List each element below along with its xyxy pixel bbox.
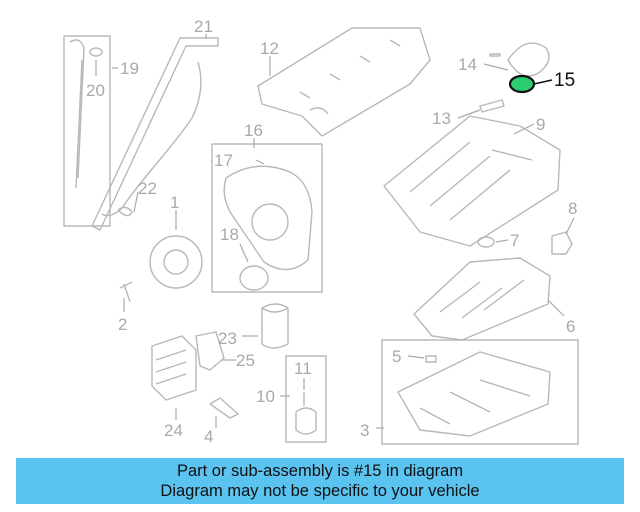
oil-cooler (151, 335, 197, 401)
callout-19: 19 (120, 59, 139, 78)
oil-cooler-gasket (195, 331, 225, 371)
oil-pan (397, 351, 551, 437)
callout-1: 1 (170, 193, 179, 212)
callout-5: 5 (392, 347, 401, 366)
callout-11: 11 (294, 359, 312, 378)
guide-tube-bracket (91, 37, 219, 231)
dipstick (69, 39, 85, 189)
pulley-bolt (119, 281, 133, 303)
mounting-bracket (209, 397, 239, 419)
banner-line-2: Diagram may not be specific to your vehi… (160, 482, 480, 500)
cylinder-head (383, 115, 561, 247)
seal-strip (479, 99, 505, 113)
crankshaft-pulley (149, 235, 203, 289)
callout-18: 18 (220, 225, 239, 244)
oil-filler-cap (507, 42, 550, 77)
timing-cover-opening (251, 203, 289, 241)
oil-level-sensor (295, 392, 317, 435)
sensor-frame (285, 355, 327, 443)
callout-24: 24 (164, 421, 183, 440)
dipstick-bracket (63, 35, 111, 227)
callout-9: 9 (536, 115, 545, 134)
callout-6: 6 (566, 317, 575, 336)
timing-cover-seal (239, 265, 269, 291)
oil-filler-cap-seal (508, 74, 536, 94)
callout-20: 20 (86, 81, 105, 100)
leader-lines (95, 34, 575, 429)
callout-8: 8 (568, 199, 577, 218)
oil-guide-tube (101, 61, 202, 217)
callout-17: 17 (214, 151, 233, 170)
oil-pan-drain-bolt (425, 355, 437, 363)
callout-13: 13 (432, 109, 451, 128)
callout-10: 10 (256, 387, 275, 406)
callout-16: 16 (244, 121, 263, 140)
callout-3: 3 (360, 421, 369, 440)
info-banner: Part or sub-assembly is #15 in diagram D… (16, 458, 624, 504)
callout-7: 7 (510, 231, 519, 250)
parts-diagram: 1 2 3 4 5 6 7 8 9 10 11 12 13 14 15 16 1… (63, 17, 579, 446)
oil-drain-plug (551, 231, 573, 255)
dipstick-seal (89, 47, 103, 57)
dipstick-group (63, 35, 219, 231)
cylinder-head-cover (257, 27, 431, 137)
callout-2: 2 (118, 315, 127, 334)
callout-15: 15 (554, 70, 575, 91)
callout-14: 14 (458, 55, 477, 74)
timing-cover-frame (211, 143, 323, 293)
oil-pump-seal (477, 236, 495, 248)
highlight-leader (533, 79, 553, 85)
crankshaft-pulley-hub (163, 249, 189, 275)
callout-23: 23 (218, 329, 237, 348)
oil-pan-frame (381, 339, 579, 445)
callout-22: 22 (138, 179, 157, 198)
lower-housing (413, 257, 551, 341)
callout-21: 21 (194, 17, 213, 36)
oil-filter (261, 303, 289, 349)
timing-cover (223, 165, 313, 271)
guide-tube-clamp (117, 206, 133, 217)
oil-filler-frame (489, 53, 501, 57)
callout-4: 4 (204, 427, 213, 446)
callout-12: 12 (260, 39, 279, 58)
banner-line-1: Part or sub-assembly is #15 in diagram (176, 462, 464, 480)
callout-25: 25 (236, 351, 255, 370)
